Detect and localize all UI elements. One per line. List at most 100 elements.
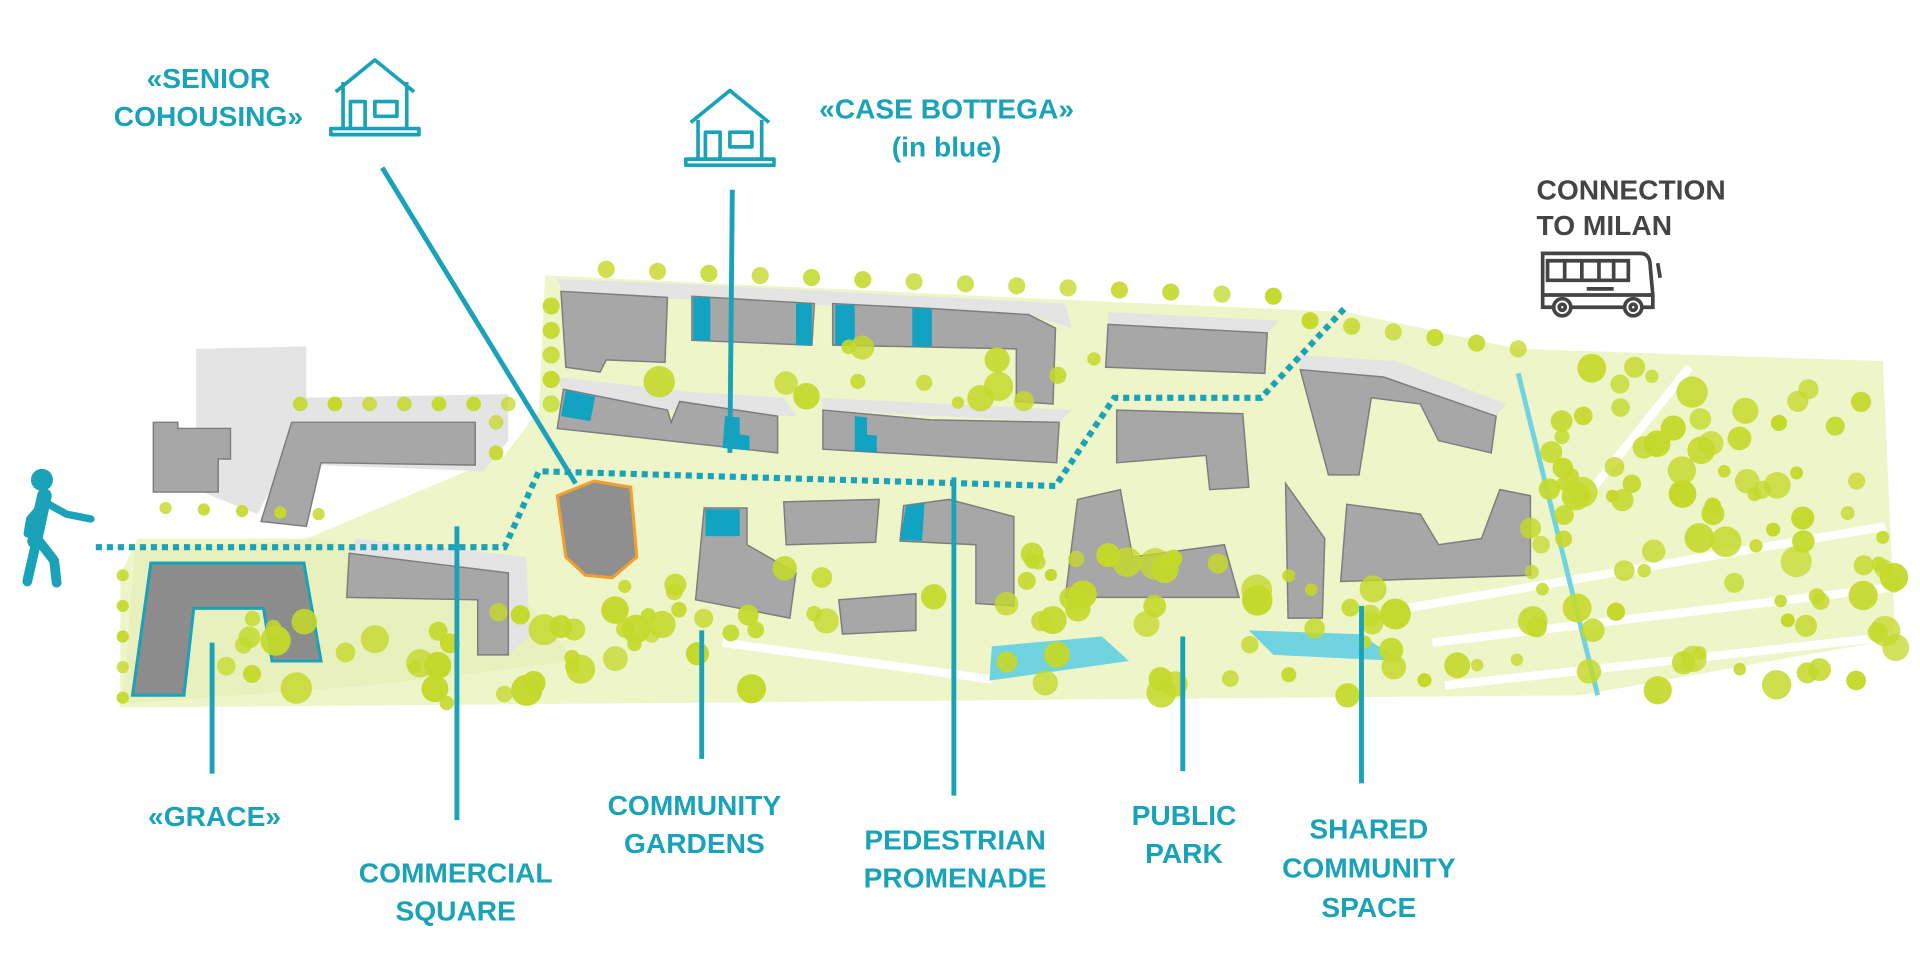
tree (274, 506, 286, 518)
tree (841, 339, 856, 354)
tree (1645, 370, 1658, 383)
public-park-label: PUBLICPARK (1132, 800, 1237, 869)
tree (1611, 398, 1630, 417)
tree (1563, 594, 1592, 623)
tree (198, 503, 210, 515)
tree (1791, 506, 1814, 529)
tree (1162, 284, 1179, 301)
house-icon (331, 60, 419, 135)
tree (967, 385, 993, 411)
tree (1577, 659, 1601, 683)
tree (1624, 357, 1645, 378)
tree (603, 646, 628, 671)
tree (1554, 505, 1574, 525)
tree (598, 261, 615, 278)
tree (1444, 652, 1470, 678)
tree (738, 605, 759, 626)
tree (1848, 581, 1877, 610)
tree (1687, 437, 1715, 465)
tree (1565, 469, 1579, 483)
tree (1380, 599, 1411, 630)
tree (1766, 523, 1780, 537)
tree (361, 625, 389, 653)
tree (1241, 636, 1258, 653)
tree (496, 686, 513, 703)
tree (686, 642, 709, 665)
tree (1540, 441, 1562, 463)
tree (1577, 354, 1606, 383)
tree (985, 347, 1010, 372)
tree (752, 267, 769, 284)
tree (408, 660, 421, 673)
tree (1798, 379, 1818, 399)
tree (1555, 530, 1572, 547)
tree (1426, 329, 1443, 346)
tree (440, 696, 454, 710)
tree (812, 567, 833, 588)
tree (1018, 572, 1036, 590)
tree (1781, 613, 1795, 627)
tree (328, 397, 343, 412)
tree (1335, 683, 1359, 707)
tree (1471, 659, 1484, 672)
tree (1735, 469, 1760, 494)
tree (1242, 585, 1272, 615)
case-bottega-label: «CASE BOTTEGA»(in blue) (819, 94, 1074, 163)
tree (1049, 367, 1066, 384)
tree (239, 626, 261, 648)
tree (1281, 667, 1296, 682)
tree (671, 602, 687, 618)
tree (1633, 436, 1655, 458)
tree (1605, 457, 1625, 477)
tree (117, 692, 129, 704)
tree (1305, 583, 1318, 596)
tree (1379, 638, 1403, 662)
tree (906, 273, 923, 290)
tree (1764, 472, 1791, 499)
tree (1797, 662, 1818, 683)
tree (814, 608, 839, 633)
tree (1343, 318, 1360, 335)
tree (957, 275, 974, 292)
tree (1728, 427, 1752, 451)
tree (1361, 612, 1383, 634)
tree (1792, 530, 1815, 553)
tree (1096, 543, 1120, 567)
tree (1841, 506, 1855, 520)
tree (1642, 539, 1665, 562)
tree (511, 605, 530, 624)
tree (1520, 518, 1541, 539)
tree (995, 592, 1019, 616)
tree (1644, 676, 1672, 704)
tree (1304, 618, 1324, 638)
tree (722, 624, 739, 641)
tree (952, 396, 964, 408)
tree (1111, 281, 1128, 298)
tree (1846, 671, 1866, 691)
tree (1341, 599, 1359, 617)
tree (1724, 573, 1744, 593)
tree (793, 383, 819, 409)
tree (1208, 553, 1228, 573)
tree (1876, 531, 1889, 544)
tree (694, 609, 713, 628)
tree (854, 271, 871, 288)
tree (700, 265, 717, 282)
building (1106, 324, 1268, 373)
tree (489, 603, 507, 621)
walking-person-icon (27, 469, 91, 583)
tree (1510, 340, 1527, 357)
building (784, 499, 879, 544)
tree (1302, 312, 1319, 329)
tree (1848, 473, 1865, 490)
shared-community-space-label: SHAREDCOMMUNITYSPACE (1282, 813, 1456, 922)
tree (543, 395, 560, 412)
tree (1555, 429, 1570, 444)
tree (543, 371, 560, 388)
tree (243, 665, 261, 683)
tree (266, 620, 281, 635)
tree (1417, 673, 1431, 687)
tree (1059, 587, 1081, 609)
tree (466, 397, 481, 412)
tree (1887, 577, 1902, 592)
